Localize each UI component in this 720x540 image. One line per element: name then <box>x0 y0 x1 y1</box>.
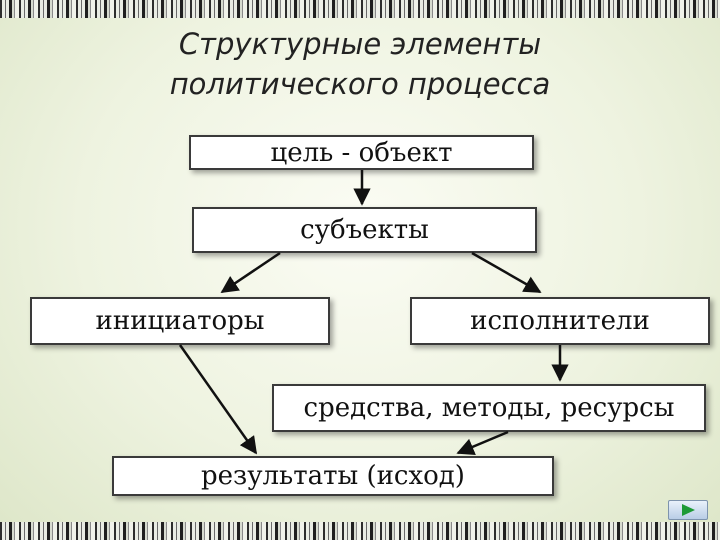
arrow-means-to-results <box>456 430 509 455</box>
node-means-label: средства, методы, ресурсы <box>303 393 675 423</box>
node-goal-label: цель - объект <box>270 137 453 168</box>
arrow-initiators-to-results <box>178 344 258 455</box>
node-initiators: инициаторы <box>30 297 330 345</box>
node-executors: исполнители <box>410 297 710 345</box>
next-slide-button[interactable] <box>668 500 708 520</box>
node-subjects-label: субъекты <box>300 215 429 245</box>
title-line-2: политического процесса <box>169 67 551 101</box>
node-subjects: субъекты <box>192 207 537 253</box>
bottom-decorative-bar <box>0 522 720 540</box>
node-initiators-label: инициаторы <box>95 306 265 336</box>
top-decorative-bar <box>0 0 720 18</box>
node-results-label: результаты (исход) <box>201 461 465 491</box>
node-results: результаты (исход) <box>112 456 554 496</box>
node-means: средства, методы, ресурсы <box>272 384 706 432</box>
title-line-1: Структурные элементы <box>178 27 542 61</box>
slide-title: Структурные элементы политического проце… <box>0 24 720 104</box>
node-executors-label: исполнители <box>470 306 650 336</box>
play-arrow-icon <box>682 504 695 516</box>
node-goal: цель - объект <box>189 135 534 170</box>
arrow-subjects-to-initiators <box>220 251 281 294</box>
arrow-subjects-to-executors <box>471 251 542 294</box>
